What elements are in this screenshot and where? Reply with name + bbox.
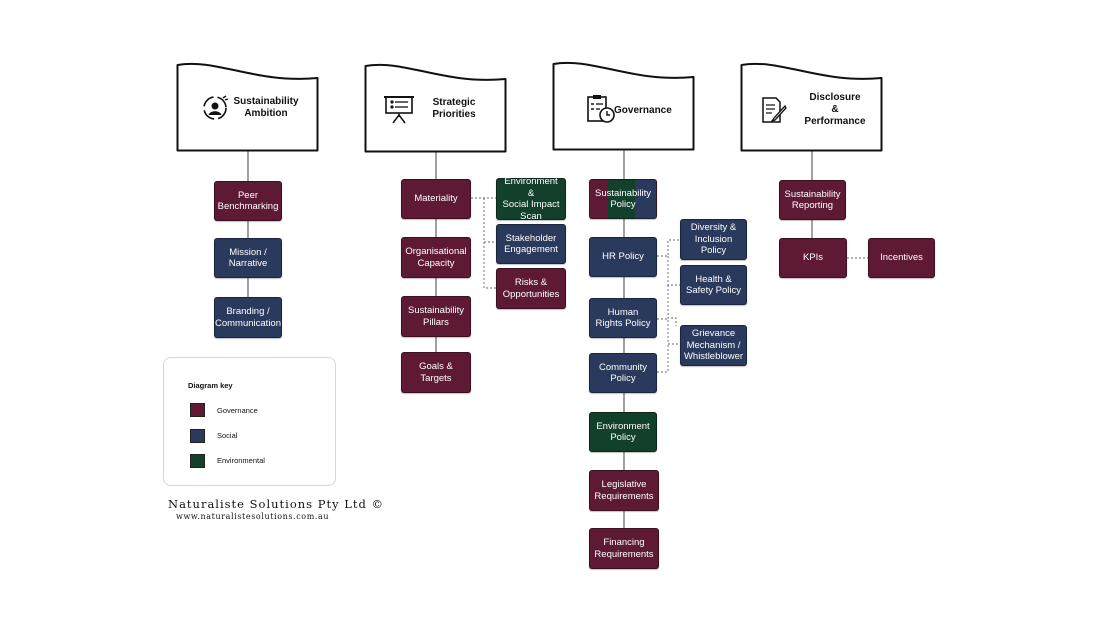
key-label-social: Social	[217, 431, 238, 440]
header-sustainability-ambition: Sustainability Ambition	[176, 62, 319, 152]
wave-banner-shape	[176, 62, 319, 152]
box-stakeholder-engagement: Stakeholder Engagement	[496, 224, 566, 264]
box-health-safety-policy: Health & Safety Policy	[680, 265, 747, 305]
box-grievance-mechanism: Grievance Mechanism / Whistleblower	[680, 325, 747, 366]
header-governance: Governance	[552, 61, 695, 151]
header-title: Sustainability Ambition	[233, 96, 299, 119]
company-name: Naturaliste Solutions Pty Ltd ©	[168, 497, 384, 511]
swatch-social	[190, 429, 205, 443]
box-legislative-requirements: Legislative Requirements	[589, 470, 659, 511]
diagram-key-title: Diagram key	[188, 381, 233, 390]
box-diversity-inclusion-policy: Diversity & Inclusion Policy	[680, 219, 747, 260]
box-env-social-impact-scan: Environment & Social Impact Scan	[496, 176, 566, 222]
header-title: Governance	[614, 105, 672, 116]
header-strategic-priorities: Strategic Priorities	[364, 63, 507, 153]
box-branding-communication: Branding / Communication	[214, 297, 282, 338]
diagram-key: Diagram key Governance Social Environmen…	[163, 357, 336, 486]
swatch-governance	[190, 403, 205, 417]
header-disclosure-performance: Disclosure & Performance	[740, 62, 883, 152]
box-financing-requirements: Financing Requirements	[589, 528, 659, 569]
company-url: www.naturalistesolutions.com.au	[176, 512, 330, 521]
box-environment-policy: Environment Policy	[589, 412, 657, 452]
wave-banner-shape	[364, 63, 507, 153]
key-label-environmental: Environmental	[217, 456, 265, 465]
box-organisational-capacity: Organisational Capacity	[401, 237, 471, 278]
wave-banner-shape	[740, 62, 883, 152]
box-peer-benchmarking: Peer Benchmarking	[214, 181, 282, 221]
box-mission-narrative: Mission / Narrative	[214, 238, 282, 278]
header-title: Strategic Priorities	[432, 97, 476, 120]
box-kpis: KPIs	[779, 238, 847, 278]
box-sustainability-reporting: Sustainability Reporting	[779, 180, 846, 220]
box-hr-policy: HR Policy	[589, 237, 657, 277]
box-goals-targets: Goals & Targets	[401, 352, 471, 393]
box-risks-opportunities: Risks & Opportunities	[496, 268, 566, 309]
swatch-environmental	[190, 454, 205, 468]
wave-banner-shape	[552, 61, 695, 151]
box-incentives: Incentives	[868, 238, 935, 278]
key-label-governance: Governance	[217, 406, 258, 415]
box-materiality: Materiality	[401, 179, 471, 219]
box-sustainability-policy: Sustainability Policy	[589, 179, 657, 219]
header-title: Disclosure & Performance	[804, 92, 866, 127]
box-human-rights-policy: Human Rights Policy	[589, 298, 657, 338]
box-sustainability-pillars: Sustainability Pillars	[401, 296, 471, 337]
box-community-policy: Community Policy	[589, 353, 657, 393]
